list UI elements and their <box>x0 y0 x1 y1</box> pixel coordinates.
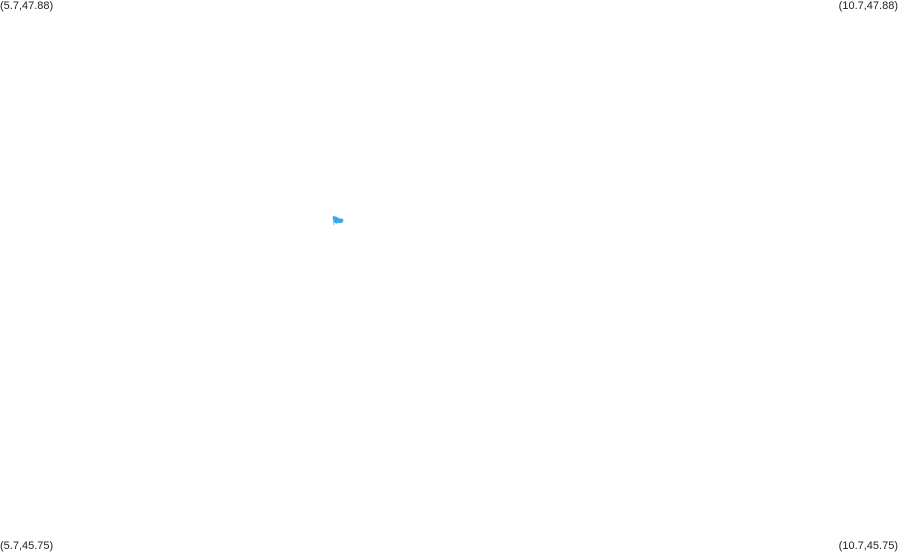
map-region-border <box>332 215 344 225</box>
corner-coordinate-bottom-left: (5.7,45.75) <box>0 540 54 552</box>
corner-coordinate-bottom-right: (10.7,45.75) <box>838 540 898 552</box>
corner-coordinate-top-left: (5.7,47.88) <box>0 0 54 12</box>
corner-coordinate-top-right: (10.7,47.88) <box>838 0 898 12</box>
map-region-shape[interactable] <box>332 215 344 224</box>
